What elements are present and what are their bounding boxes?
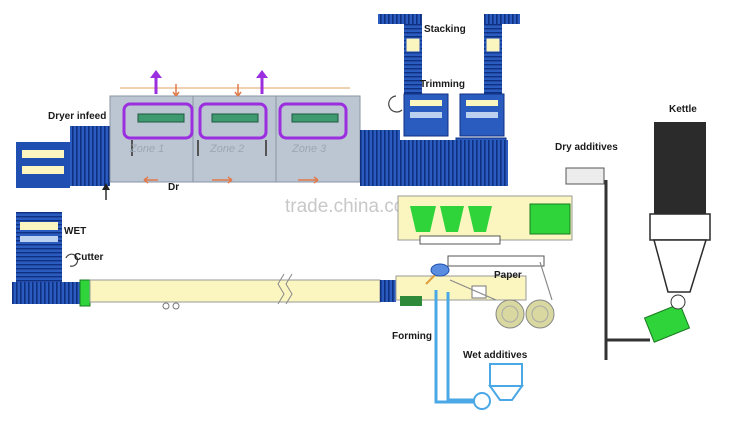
- kettle-green-mixer: [643, 303, 691, 343]
- zone3-air-loop: [278, 102, 348, 140]
- forming-belt: [89, 279, 381, 303]
- dry-additives-section: Dry additives: [397, 142, 618, 267]
- wet-additive-pipe-return: [434, 290, 482, 404]
- label-zone1: Zone 1: [129, 143, 164, 155]
- wet-additive-tank-cone: [488, 385, 524, 401]
- wet-end-section: WET Cutter: [16, 212, 104, 282]
- infeed-up-arrowhead-icon: [102, 183, 110, 190]
- zone2-air-loop: [198, 102, 268, 140]
- wet-end-conveyor: [12, 282, 82, 304]
- additive-hopper-3: [468, 206, 492, 232]
- paper-roll-1: [495, 299, 525, 329]
- zone1-air-loop: [122, 102, 194, 140]
- wet-board-1: [20, 222, 58, 230]
- forming-extruder: [400, 296, 422, 306]
- exhaust-arrowhead-1-icon: [150, 70, 162, 78]
- dryer-outfeed-conveyor: [360, 130, 400, 186]
- trim-board-3: [410, 112, 442, 118]
- zone2-heater: [211, 113, 259, 123]
- kettle-section: Kettle: [604, 104, 711, 360]
- board-direction-arrows: [143, 176, 319, 184]
- paper-feed-shelf: [447, 255, 545, 267]
- label-zone3: Zone 3: [291, 143, 327, 155]
- dryer-infeed-unit: [16, 142, 70, 188]
- zone1-heater: [137, 113, 185, 123]
- additive-hopper-2: [440, 206, 464, 232]
- trim-board-4: [466, 112, 498, 118]
- label-forming: Forming: [392, 331, 432, 342]
- dryer-exit-conveyor: [400, 140, 508, 186]
- label-trimming: Trimming: [420, 79, 465, 90]
- stacking-conveyor-right: [484, 14, 520, 24]
- forming-line: Forming: [12, 263, 527, 342]
- wet-additives-section: Wet additives: [434, 290, 528, 410]
- cutter-knife: [79, 279, 91, 307]
- wet-board-2: [20, 236, 58, 242]
- dry-additives-feeder: [529, 203, 571, 235]
- kettle-valve-icon: [670, 294, 686, 310]
- trimming-rotate-arrow-icon: [388, 95, 403, 113]
- line-break-icon: [277, 273, 293, 305]
- stacked-board-right: [485, 37, 501, 53]
- trim-board-1: [410, 100, 442, 106]
- kettle-body: [654, 122, 706, 214]
- infeed-board-2: [22, 166, 64, 174]
- cutter-rotate-arrow-icon: [65, 253, 79, 267]
- kettle-cone: [653, 239, 708, 293]
- additive-screw-conveyor: [419, 235, 501, 245]
- label-dry-additives: Dry additives: [555, 142, 618, 153]
- label-kettle: Kettle: [669, 104, 697, 115]
- paper-roll-2: [525, 299, 555, 329]
- paper-roll-2-core: [531, 305, 549, 323]
- dryer-section: Zone 1 Zone 2 Zone 3 Dr Dryer infeed: [16, 70, 508, 200]
- paper-feed-lines: [449, 261, 553, 301]
- infeed-board-1: [22, 150, 64, 158]
- paper-section: Paper: [449, 261, 555, 329]
- kettle-hopper: [649, 213, 711, 241]
- stacking-conveyor-left: [378, 14, 422, 24]
- label-cutter: Cutter: [74, 252, 104, 263]
- belt-end-conveyor: [380, 280, 396, 302]
- label-paper: Paper: [494, 270, 522, 281]
- wet-additive-tank: [489, 363, 523, 387]
- label-dryer-infeed: Dryer infeed: [48, 111, 106, 122]
- label-wet-additives: Wet additives: [463, 350, 528, 361]
- belt-roller-2: [172, 302, 180, 310]
- belt-roller-1: [162, 302, 170, 310]
- hot-air-inlet-icons: [172, 84, 242, 97]
- dry-additives-bin: [565, 167, 605, 185]
- label-stacking: Stacking: [424, 24, 466, 35]
- zone-drain-lines: [131, 140, 267, 156]
- wet-additive-pump-icon: [473, 392, 491, 410]
- mixer-disc: [430, 263, 450, 277]
- paper-roll-1-core: [501, 305, 519, 323]
- exhaust-arrowhead-2-icon: [256, 70, 268, 78]
- dryer-infeed-conveyor: [70, 126, 110, 186]
- wet-additive-pipe: [446, 292, 482, 402]
- additive-hopper-1: [410, 206, 436, 232]
- trim-board-2: [466, 100, 498, 106]
- label-dryer-partial: Dr: [168, 182, 179, 193]
- stacking-column-right: [484, 24, 502, 94]
- label-wet: WET: [64, 226, 86, 237]
- zone3-heater: [291, 113, 339, 123]
- label-zone2: Zone 2: [209, 143, 244, 155]
- stacked-board-left: [405, 37, 421, 53]
- watermark-text: trade.china.com: [285, 196, 420, 217]
